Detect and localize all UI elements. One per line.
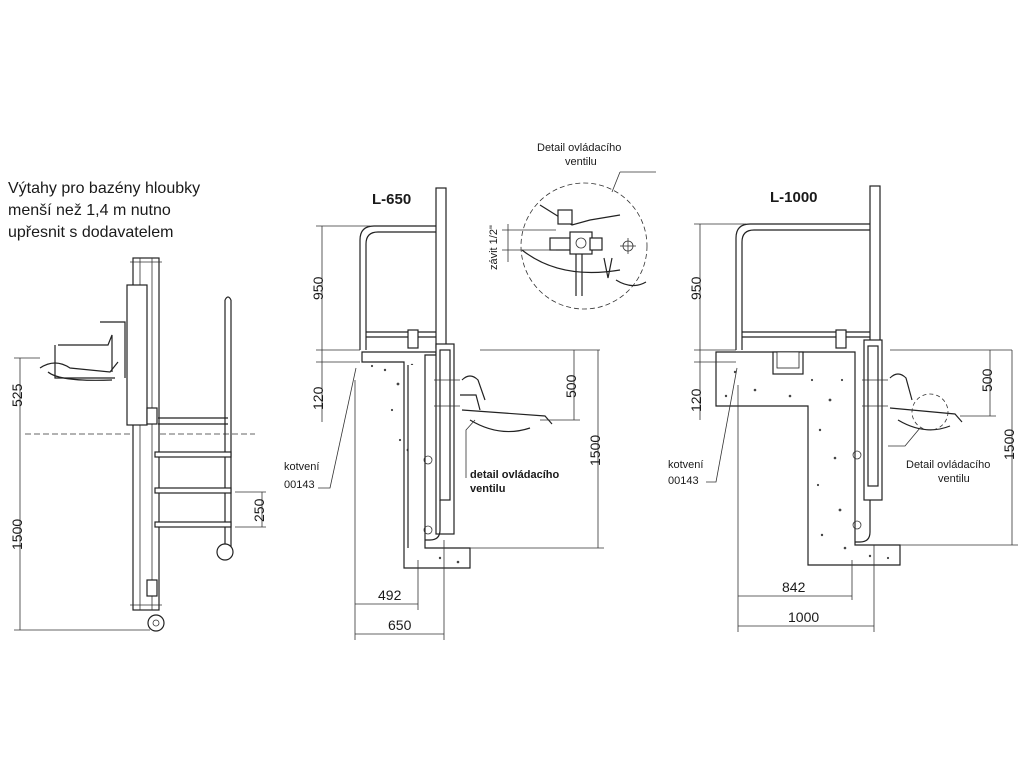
l1000-section: L-1000 950 — [668, 185, 1018, 632]
dim-250-left: 250 — [251, 498, 267, 522]
l1000-dim-950: 950 — [688, 276, 704, 300]
l650-anchor-label: kotvení — [284, 461, 319, 473]
l650-anchor-code: 00143 — [284, 479, 315, 491]
dim-525-left: 525 — [9, 383, 25, 407]
l650-dim-492: 492 — [378, 587, 402, 603]
l650-dim-950: 950 — [310, 276, 326, 300]
l1000-dim-500: 500 — [979, 368, 995, 392]
l650-valve-note-2: ventilu — [470, 483, 505, 495]
l650-dim-650: 650 — [388, 617, 412, 633]
l1000-valve-note-1: Detail ovládacího — [906, 459, 990, 471]
l1000-anchor-code: 00143 — [668, 475, 699, 487]
detail-title-2: ventilu — [565, 156, 597, 168]
l650-dim-500: 500 — [563, 374, 579, 398]
l650-title: L-650 — [372, 191, 411, 208]
l650-dim-120: 120 — [310, 386, 326, 410]
l1000-dim-1000: 1000 — [788, 609, 819, 625]
l1000-dim-120: 120 — [688, 388, 704, 412]
detail-thread: závit 1/2" — [488, 225, 500, 270]
intro-line-3: upřesnit s dodavatelem — [8, 224, 173, 241]
l650-dim-1500: 1500 — [587, 435, 603, 466]
valve-detail: Detail ovládacího ventilu závit 1/2" — [488, 142, 656, 310]
intro-line-1: Výtahy pro bazény hloubky — [8, 180, 200, 197]
detail-title-1: Detail ovládacího — [537, 142, 621, 154]
intro-line-2: menší než 1,4 m nutno — [8, 202, 171, 219]
dim-1500-left: 1500 — [9, 519, 25, 550]
l1000-dim-842: 842 — [782, 579, 806, 595]
l1000-anchor-label: kotvení — [668, 459, 703, 471]
l1000-dim-1500: 1500 — [1001, 429, 1017, 460]
l1000-valve-note-2: ventilu — [938, 473, 970, 485]
l1000-title: L-1000 — [770, 189, 818, 206]
l650-valve-note-1: detail ovládacího — [470, 469, 560, 481]
left-lift-view: 525 1500 250 — [9, 257, 267, 632]
l650-section: L-650 950 — [284, 187, 604, 640]
